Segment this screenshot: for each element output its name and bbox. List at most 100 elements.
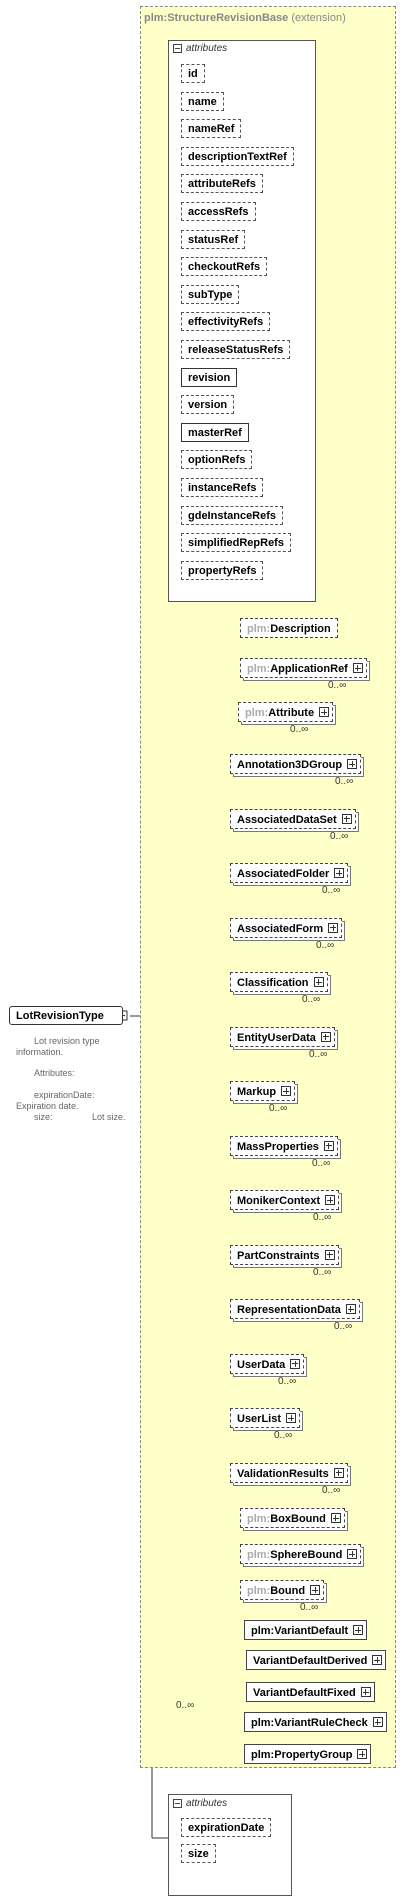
element-markup[interactable]: Markup — [230, 1081, 296, 1101]
collapse-icon[interactable] — [173, 1799, 182, 1808]
expand-icon[interactable] — [352, 663, 363, 673]
element-propertygroup[interactable]: plm:PropertyGroup — [244, 1744, 372, 1764]
expand-icon[interactable] — [347, 759, 358, 769]
multiplicity: 0..∞ — [330, 830, 349, 842]
expand-icon[interactable] — [286, 1413, 297, 1423]
expand-icon[interactable] — [281, 1086, 292, 1096]
attribute-item[interactable]: subType — [181, 284, 240, 304]
multiplicity: 0..∞ — [322, 885, 341, 896]
attribute-item[interactable]: checkoutRefs — [181, 257, 268, 277]
element-userdata[interactable]: UserData — [230, 1353, 305, 1374]
element-variantrulecheck[interactable]: plm:VariantRuleCheck — [244, 1712, 387, 1732]
attribute-item[interactable]: version — [181, 395, 235, 415]
attribute-item[interactable]: size — [181, 1844, 216, 1863]
element-attribute[interactable]: plm:Attribute — [238, 702, 334, 722]
root-element[interactable]: LotRevisionType — [9, 1006, 123, 1025]
element-associateddataset[interactable]: AssociatedDataSet — [230, 808, 356, 829]
attribute-item[interactable]: effectivityRefs — [181, 312, 271, 332]
element-label: PropertyGroup — [274, 1749, 353, 1761]
element-prefix: plm: — [245, 707, 269, 719]
element-label: VariantRuleCheck — [274, 1717, 368, 1729]
multiplicity: 0..∞ — [335, 776, 354, 787]
multiplicity: 0..∞ — [328, 680, 347, 691]
attribute-label: optionRefs — [188, 454, 246, 467]
element-validationresults[interactable]: ValidationResults — [230, 1462, 348, 1483]
expand-icon[interactable] — [330, 1513, 341, 1523]
doc-line7: Lot size. — [92, 1112, 126, 1122]
multiplicity: 0..∞ — [334, 1321, 353, 1332]
attribute-item[interactable]: statusRef — [181, 229, 246, 249]
element-label: Markup — [237, 1086, 277, 1098]
expand-icon[interactable] — [310, 1585, 321, 1595]
element-classification[interactable]: Classification — [230, 972, 328, 992]
element-partconstraints[interactable]: PartConstraints — [230, 1244, 339, 1265]
expand-icon[interactable] — [345, 1304, 356, 1314]
element-label: EntityUserData — [237, 1031, 316, 1044]
element-associatedform[interactable]: AssociatedForm — [230, 917, 343, 938]
expand-icon[interactable] — [341, 813, 352, 824]
doc-line3: Attributes: — [34, 1068, 75, 1078]
doc-line4: expirationDate: — [34, 1090, 95, 1100]
multiplicity: 0..∞ — [313, 1212, 332, 1223]
element-description[interactable]: plm:Description — [240, 618, 338, 638]
expand-icon[interactable] — [325, 1195, 336, 1205]
attribute-item[interactable]: descriptionTextRef — [181, 146, 294, 166]
attribute-label: size — [188, 1848, 209, 1860]
element-entityuserdata[interactable]: EntityUserData — [230, 1026, 335, 1047]
attribute-item[interactable]: propertyRefs — [181, 560, 264, 580]
element-userlist[interactable]: UserList — [230, 1408, 301, 1428]
element-label: Bound — [270, 1585, 306, 1597]
element-variantdefaultfixed[interactable]: VariantDefaultFixed — [246, 1682, 375, 1702]
attribute-item[interactable]: nameRef — [181, 119, 242, 139]
element-annotation3dgroup[interactable]: Annotation3DGroup — [230, 754, 362, 774]
expand-icon[interactable] — [372, 1717, 383, 1727]
attribute-item[interactable]: accessRefs — [181, 202, 256, 221]
expand-icon[interactable] — [360, 1687, 371, 1697]
element-spherebound[interactable]: plm:SphereBound — [240, 1544, 362, 1564]
expand-icon[interactable] — [357, 1749, 368, 1759]
attribute-item[interactable]: instanceRefs — [181, 478, 264, 497]
doc-line6: size: — [34, 1112, 53, 1122]
expand-icon[interactable] — [347, 1549, 358, 1559]
element-label: Description — [270, 623, 331, 635]
expand-icon[interactable] — [323, 1140, 334, 1151]
element-monikercontext[interactable]: MonikerContext — [230, 1190, 340, 1210]
expand-icon[interactable] — [319, 707, 330, 717]
attribute-item[interactable]: optionRefs — [181, 450, 253, 470]
expand-icon[interactable] — [324, 1249, 335, 1260]
expand-icon[interactable] — [333, 1467, 344, 1478]
element-boxbound[interactable]: plm:BoxBound — [240, 1508, 345, 1528]
attribute-label: instanceRefs — [188, 482, 257, 494]
attribute-item[interactable]: gdeInstanceRefs — [181, 505, 284, 525]
expand-icon[interactable] — [313, 977, 324, 987]
extension-tag: (extension) — [291, 12, 346, 24]
expand-icon[interactable] — [328, 922, 339, 933]
element-applicationref[interactable]: plm:ApplicationRef — [240, 658, 367, 678]
element-label: ValidationResults — [237, 1467, 329, 1480]
element-variantdefault[interactable]: plm:VariantDefault — [244, 1620, 368, 1640]
attribute-label: name — [188, 95, 217, 108]
element-bound[interactable]: plm:Bound — [240, 1580, 325, 1600]
attribute-item[interactable]: releaseStatusRefs — [181, 340, 291, 359]
multiplicity: 0..∞ — [302, 994, 321, 1005]
expand-icon[interactable] — [320, 1031, 331, 1042]
collapse-icon[interactable] — [173, 44, 182, 53]
expand-icon[interactable] — [334, 868, 345, 878]
expand-icon[interactable] — [353, 1625, 364, 1635]
element-label: RepresentationData — [237, 1304, 341, 1316]
attribute-item[interactable]: expirationDate — [181, 1818, 272, 1837]
expand-icon[interactable] — [290, 1358, 301, 1369]
attribute-item[interactable]: id — [181, 64, 205, 83]
attribute-item[interactable]: attributeRefs — [181, 174, 263, 194]
element-representationdata[interactable]: RepresentationData — [230, 1299, 360, 1319]
attribute-item[interactable]: name — [181, 91, 224, 111]
own-attributes-header: attributes — [186, 1798, 228, 1809]
element-associatedfolder[interactable]: AssociatedFolder — [230, 863, 349, 883]
element-variantdefaultderived[interactable]: VariantDefaultDerived — [246, 1650, 387, 1670]
expand-icon[interactable] — [372, 1655, 383, 1665]
attribute-label: gdeInstanceRefs — [188, 509, 277, 522]
attribute-item[interactable]: revision — [181, 367, 238, 387]
attribute-item[interactable]: masterRef — [181, 422, 249, 442]
attribute-item[interactable]: simplifiedRepRefs — [181, 533, 291, 553]
element-massproperties[interactable]: MassProperties — [230, 1135, 338, 1156]
